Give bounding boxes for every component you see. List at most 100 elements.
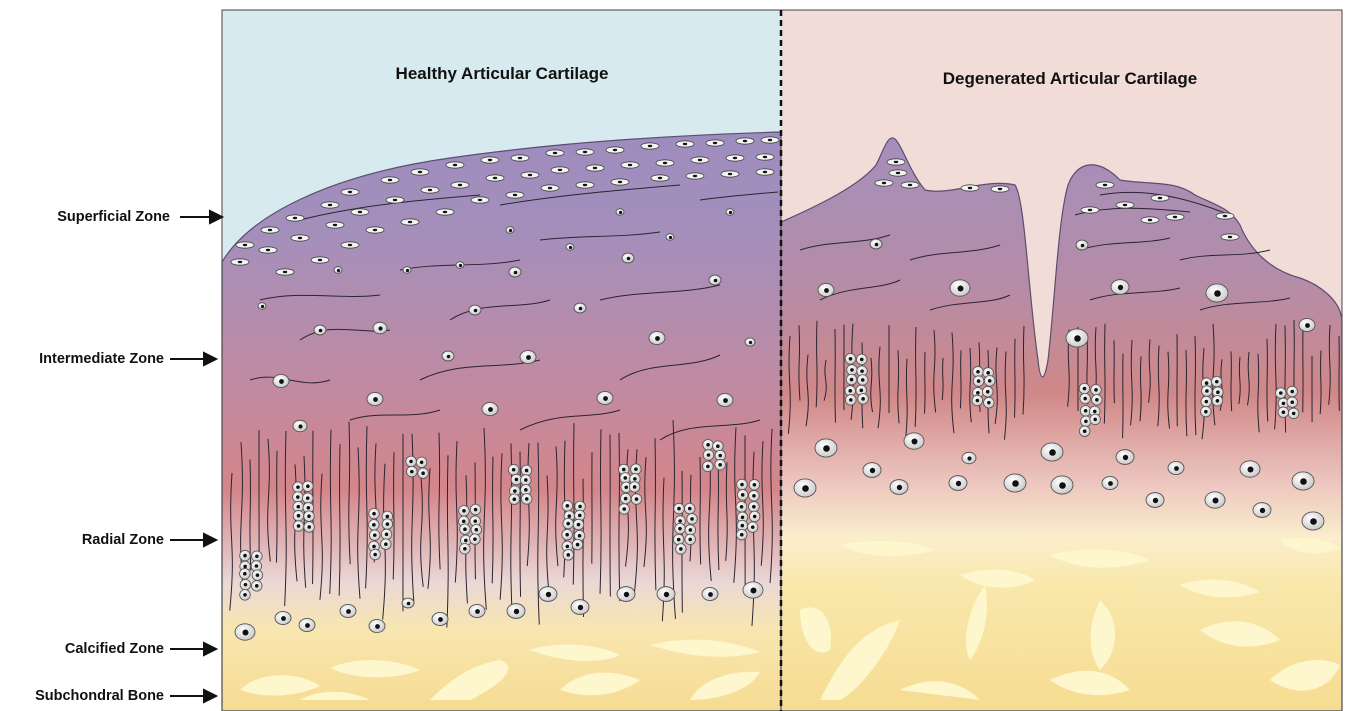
flat-chondrocyte xyxy=(576,182,594,188)
flat-chondrocyte xyxy=(726,155,744,161)
chondrocyte xyxy=(402,598,414,608)
flat-chondrocyte xyxy=(706,140,724,146)
flat-chondrocyte xyxy=(481,157,499,163)
arrow-calcified xyxy=(170,643,216,655)
flat-chondrocyte xyxy=(351,209,369,215)
chondrocyte xyxy=(1102,476,1118,489)
chondrocyte xyxy=(597,391,613,404)
flat-chondrocyte xyxy=(1116,202,1134,208)
flat-chondrocyte xyxy=(1096,182,1114,188)
arrow-superficial xyxy=(180,211,222,223)
arrow-subchondral xyxy=(170,690,216,702)
chondrocyte xyxy=(709,275,721,285)
flat-chondrocyte xyxy=(261,227,279,233)
flat-chondrocyte xyxy=(236,242,254,248)
flat-chondrocyte xyxy=(875,180,893,186)
chondrocyte xyxy=(293,420,307,431)
arrow-intermediate xyxy=(170,353,216,365)
flat-chondrocyte xyxy=(511,155,529,161)
flat-chondrocyte xyxy=(521,172,539,178)
chondrocyte xyxy=(870,239,882,249)
flat-chondrocyte xyxy=(1221,234,1239,240)
chondrocyte xyxy=(571,600,589,615)
chondrocyte xyxy=(373,322,387,333)
flat-chondrocyte xyxy=(366,227,384,233)
flat-chondrocyte xyxy=(1141,217,1159,223)
flat-chondrocyte xyxy=(901,182,919,188)
chondrocyte xyxy=(890,480,908,495)
chondrocyte xyxy=(442,351,454,361)
chondrocyte xyxy=(1116,450,1134,465)
chondrocyte xyxy=(1051,476,1073,494)
chondrocyte xyxy=(1168,461,1184,474)
flat-chondrocyte xyxy=(546,150,564,156)
flat-chondrocyte xyxy=(721,171,739,177)
chondrocyte xyxy=(743,582,763,598)
chondrocyte xyxy=(299,618,315,631)
flat-chondrocyte xyxy=(756,154,774,160)
chondrocyte xyxy=(649,331,665,344)
chondrocyte xyxy=(1206,284,1228,302)
flat-chondrocyte xyxy=(411,169,429,175)
flat-chondrocyte xyxy=(576,149,594,155)
degenerated-panel-title: Degenerated Articular Cartilage xyxy=(880,69,1260,89)
chondrocyte xyxy=(1004,474,1026,492)
flat-chondrocyte xyxy=(756,169,774,175)
flat-chondrocyte xyxy=(436,209,454,215)
chondrocyte xyxy=(617,587,635,602)
chondrocyte xyxy=(482,402,498,415)
chondrocyte xyxy=(717,393,733,406)
flat-chondrocyte xyxy=(321,202,339,208)
flat-chondrocyte xyxy=(606,147,624,153)
flat-chondrocyte xyxy=(259,247,277,253)
healthy-panel-title: Healthy Articular Cartilage xyxy=(322,64,682,84)
chondrocyte xyxy=(539,587,557,602)
flat-chondrocyte xyxy=(651,175,669,181)
flat-chondrocyte xyxy=(446,162,464,168)
flat-chondrocyte xyxy=(1166,214,1184,220)
chondrocyte xyxy=(574,303,586,313)
chondrocyte xyxy=(469,305,481,315)
flat-chondrocyte xyxy=(761,137,779,143)
flat-chondrocyte xyxy=(326,222,344,228)
chondrocyte-cluster xyxy=(1275,386,1298,418)
flat-chondrocyte xyxy=(621,162,639,168)
chondrocyte xyxy=(509,267,521,277)
flat-chondrocyte xyxy=(381,177,399,183)
flat-chondrocyte xyxy=(991,186,1009,192)
flat-chondrocyte xyxy=(641,143,659,149)
flat-chondrocyte xyxy=(691,157,709,163)
zone-label-superficial: Superficial Zone xyxy=(0,208,170,226)
chondrocyte xyxy=(566,244,574,251)
chondrocyte xyxy=(456,262,464,269)
zone-label-calcified: Calcified Zone xyxy=(0,640,164,658)
chondrocyte xyxy=(507,604,525,619)
flat-chondrocyte xyxy=(506,192,524,198)
flat-chondrocyte xyxy=(486,175,504,181)
zone-label-radial: Radial Zone xyxy=(0,531,164,549)
flat-chondrocyte xyxy=(961,185,979,191)
chondrocyte xyxy=(334,267,342,274)
chondrocyte xyxy=(1253,503,1271,518)
flat-chondrocyte xyxy=(611,179,629,185)
chondrocyte xyxy=(949,476,967,491)
chondrocyte xyxy=(1302,512,1324,530)
flat-chondrocyte xyxy=(1151,195,1169,201)
chondrocyte xyxy=(1205,492,1225,508)
chondrocyte xyxy=(1240,461,1260,477)
chondrocyte xyxy=(1146,493,1164,508)
chondrocyte xyxy=(340,604,356,617)
flat-chondrocyte xyxy=(541,185,559,191)
chondrocyte-cluster xyxy=(293,481,315,532)
flat-chondrocyte xyxy=(551,167,569,173)
chondrocyte xyxy=(1066,329,1088,347)
flat-chondrocyte xyxy=(421,187,439,193)
flat-chondrocyte xyxy=(736,138,754,144)
chondrocyte xyxy=(745,338,755,346)
flat-chondrocyte xyxy=(887,159,905,165)
chondrocyte xyxy=(258,303,266,310)
chondrocyte xyxy=(1076,240,1088,250)
flat-chondrocyte xyxy=(286,215,304,221)
chondrocyte xyxy=(702,587,718,600)
chondrocyte xyxy=(506,227,514,234)
